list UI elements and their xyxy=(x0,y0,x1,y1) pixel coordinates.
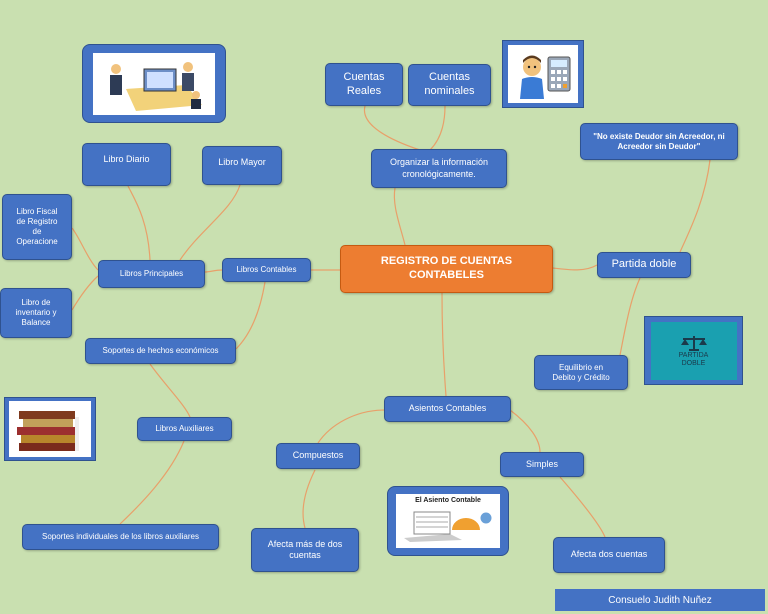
connector xyxy=(317,409,386,444)
connector xyxy=(441,292,447,397)
connector xyxy=(71,275,99,311)
connector xyxy=(302,469,316,529)
asiento-contable-image: El Asiento Contable xyxy=(387,486,509,556)
connector xyxy=(235,281,266,350)
node-libros-contables[interactable]: Libros Contables xyxy=(222,258,311,282)
connector xyxy=(204,269,223,273)
accountant-calculator-image xyxy=(502,40,584,108)
office-workers-image xyxy=(82,44,226,123)
partida-doble-caption: PARTIDA DOBLE xyxy=(678,351,709,367)
node-partida-doble[interactable]: Partida doble xyxy=(597,252,691,278)
connector xyxy=(363,105,421,151)
books-illustration xyxy=(17,411,79,451)
node-asientos-contables[interactable]: Asientos Contables xyxy=(384,396,511,422)
asiento-illustration xyxy=(404,511,493,542)
connector xyxy=(559,476,606,538)
node-soportes-individuales[interactable]: Soportes individuales de los libros auxi… xyxy=(22,524,219,550)
connector xyxy=(509,409,541,453)
node-afecta-mas[interactable]: Afecta más de dos cuentas xyxy=(251,528,359,572)
connector xyxy=(429,105,446,151)
connector xyxy=(552,264,598,271)
node-cuentas-nominales[interactable]: Cuentas nominales xyxy=(408,64,491,106)
partida-doble-image: PARTIDA DOBLE xyxy=(644,316,743,385)
node-organizar[interactable]: Organizar la información cronológicament… xyxy=(371,149,507,188)
connector xyxy=(119,440,185,525)
node-libro-fiscal[interactable]: Libro Fiscal de Registro de Operacione xyxy=(2,194,72,260)
node-libro-inventario[interactable]: Libro de inventario y Balance xyxy=(0,288,72,338)
balance-scale-icon xyxy=(680,335,707,351)
connector xyxy=(149,363,191,418)
node-no-existe-deudor[interactable]: "No existe Deudor sin Acreedor, ni Acree… xyxy=(580,123,738,160)
node-libros-principales[interactable]: Libros Principales xyxy=(98,260,205,288)
author-footer: Consuelo Judith Nuñez xyxy=(555,589,765,611)
node-afecta-dos[interactable]: Afecta dos cuentas xyxy=(553,537,665,573)
node-libro-mayor[interactable]: Libro Mayor xyxy=(202,146,282,185)
node-cuentas-reales[interactable]: Cuentas Reales xyxy=(325,63,403,106)
connector xyxy=(619,277,641,356)
books-stack-image xyxy=(4,397,96,461)
node-soportes-hechos[interactable]: Soportes de hechos económicos xyxy=(85,338,236,364)
connector xyxy=(393,187,406,246)
node-libro-diario[interactable]: Libro Diario xyxy=(82,143,171,186)
connector xyxy=(179,184,241,261)
node-simples[interactable]: Simples xyxy=(500,452,584,477)
node-compuestos[interactable]: Compuestos xyxy=(276,443,360,469)
connector xyxy=(71,227,99,271)
connector xyxy=(127,185,151,261)
office-workers-illustration xyxy=(110,61,202,111)
accountant-illustration xyxy=(520,55,571,99)
asiento-contable-title: El Asiento Contable xyxy=(415,497,481,504)
node-libros-auxiliares[interactable]: Libros Auxiliares xyxy=(137,417,232,441)
central-topic[interactable]: REGISTRO DE CUENTAS CONTABELES xyxy=(340,245,553,293)
node-equilibrio[interactable]: Equilibrio en Debito y Crédito xyxy=(534,355,628,390)
connector xyxy=(679,159,711,253)
